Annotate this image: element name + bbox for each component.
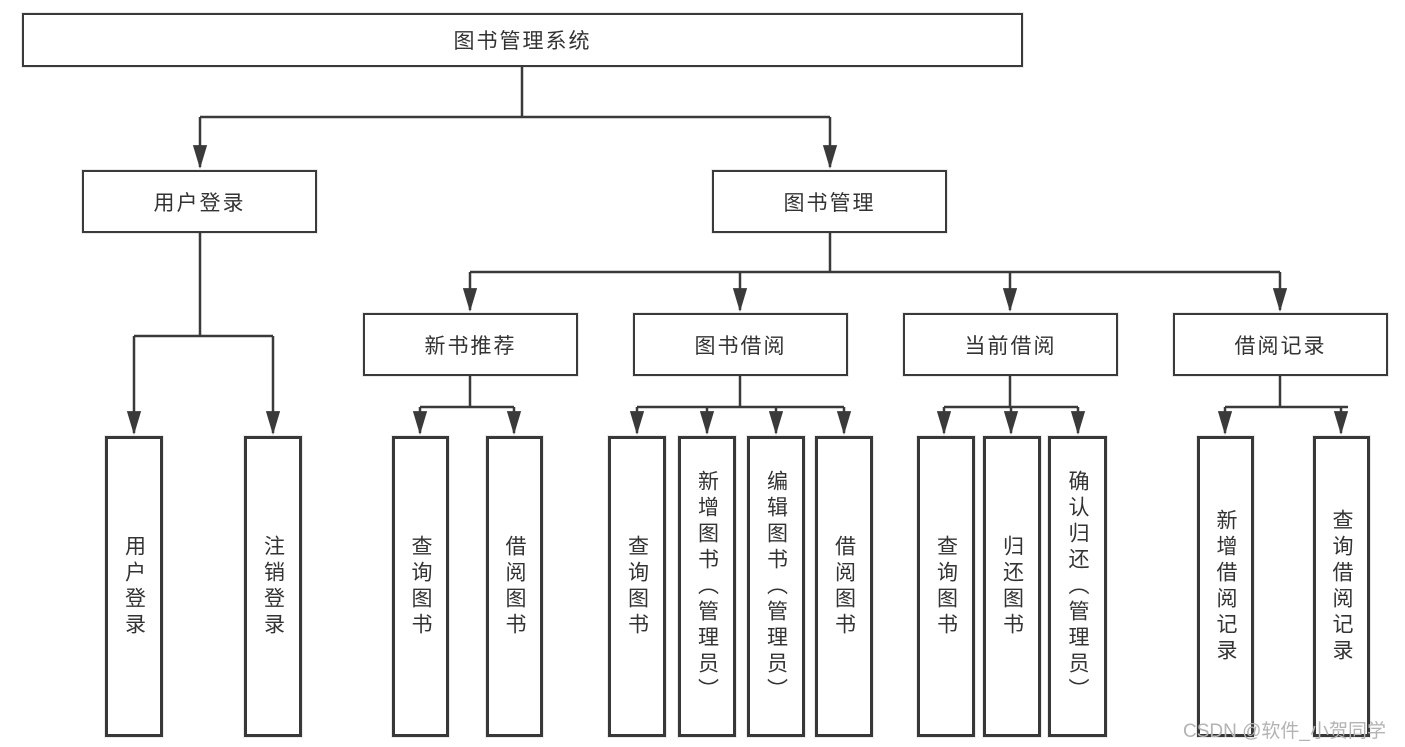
node-book-management: 图书管理 <box>712 170 947 233</box>
leaf-edit-book-admin: 编辑图书（管理员） <box>747 436 805 737</box>
node-book-borrow: 图书借阅 <box>633 313 848 376</box>
node-current-borrow: 当前借阅 <box>903 313 1118 376</box>
leaf-confirm-return-admin: 确认归还（管理员） <box>1048 436 1107 737</box>
leaf-user-login: 用户登录 <box>105 436 163 737</box>
leaf-query-book-borrow: 查询图书 <box>608 436 666 737</box>
leaf-query-borrow-record: 查询借阅记录 <box>1313 436 1370 737</box>
node-user-login: 用户登录 <box>82 170 317 233</box>
leaf-query-book-current: 查询图书 <box>917 436 975 737</box>
leaf-borrow-book: 借阅图书 <box>815 436 873 737</box>
node-new-book-recommend: 新书推荐 <box>363 313 578 376</box>
leaf-add-borrow-record: 新增借阅记录 <box>1197 436 1254 737</box>
csdn-watermark: CSDN @软件_小贺同学 <box>1183 721 1386 742</box>
node-root-library-system: 图书管理系统 <box>22 13 1023 67</box>
leaf-borrow-book-recommend: 借阅图书 <box>486 436 543 737</box>
leaf-return-book: 归还图书 <box>983 436 1041 737</box>
node-borrow-records: 借阅记录 <box>1173 313 1388 376</box>
leaf-query-book-recommend: 查询图书 <box>392 436 449 737</box>
leaf-logout: 注销登录 <box>244 436 302 737</box>
leaf-add-book-admin: 新增图书（管理员） <box>678 436 736 737</box>
